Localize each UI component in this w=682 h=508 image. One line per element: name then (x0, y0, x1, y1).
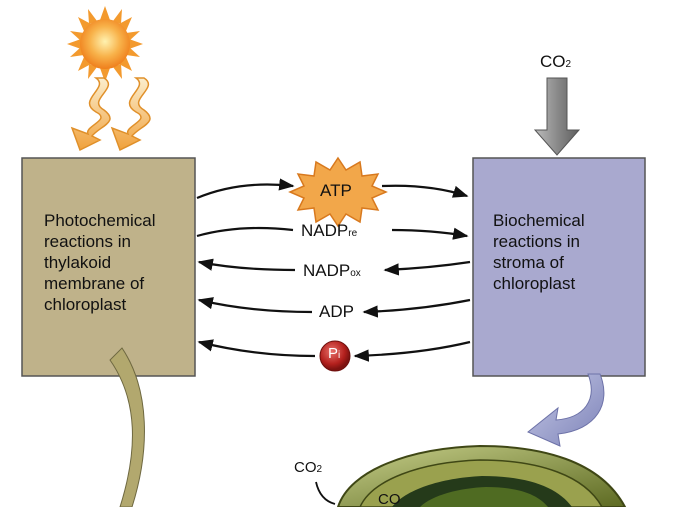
pi-label: Pi (328, 345, 341, 362)
atp-flow-arrow-left (196, 178, 295, 200)
adp-label: ADP (319, 302, 354, 321)
nadp-re-label: NADPre (301, 221, 358, 240)
light-arrow-icon (70, 77, 111, 152)
pi-ball-icon (319, 340, 351, 372)
adp-flow-arrow-right (362, 298, 471, 318)
nadp-re-flow-arrow-right (391, 227, 469, 240)
thylakoid-pointer-arrow-icon (109, 347, 145, 507)
photochemical-box (21, 157, 196, 377)
nadp-ox-flow-arrow-left (197, 258, 296, 272)
photochemical-box-text: Photochemical reactions in thylakoid mem… (44, 211, 156, 314)
pi-flow-arrow-left (197, 339, 316, 358)
pi-flow-arrow-right (353, 340, 471, 362)
nadp-ox-flow-arrow-right (383, 260, 471, 276)
biochemical-box (472, 157, 646, 377)
light-arrow-icon (110, 77, 151, 152)
co2-input-arrow-icon (533, 77, 581, 156)
biochemical-box-text: Biochemical reactions in stroma of chlor… (493, 211, 585, 293)
nadp-re-flow-arrow-left (196, 226, 294, 238)
co2-bottom-label: CO2 (294, 459, 323, 476)
atp-flow-arrow-right (381, 184, 469, 198)
co2-partial-label: CO (378, 491, 401, 508)
stroma-pointer-arrow-icon (527, 373, 605, 447)
sun-icon (67, 6, 143, 82)
co2-entry-arrow (315, 481, 336, 505)
chloroplast-illustration (336, 444, 627, 507)
atp-label: ATP (320, 181, 352, 200)
nadp-ox-label: NADPox (303, 261, 361, 280)
atp-starburst-icon (288, 156, 388, 228)
co2-top-label: CO2 (540, 52, 572, 71)
adp-flow-arrow-left (197, 297, 313, 314)
